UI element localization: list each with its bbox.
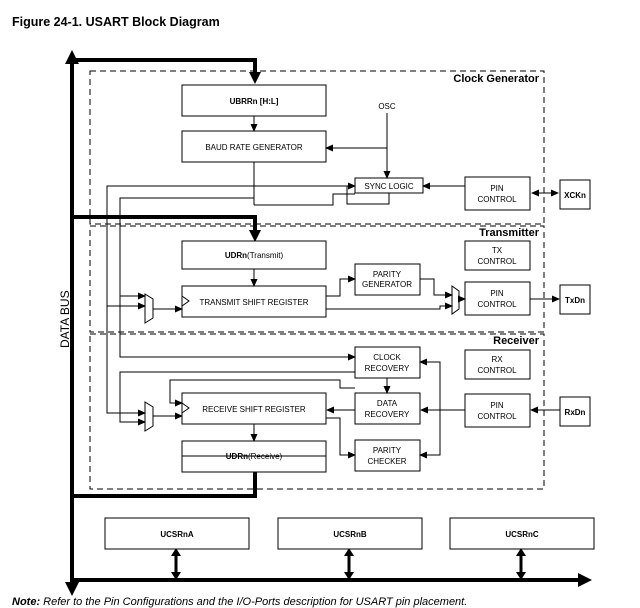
osc-label: OSC <box>378 102 396 111</box>
data-recovery-label-2: RECOVERY <box>365 410 410 419</box>
ubrr-label: UBRRn [H:L] <box>230 97 279 106</box>
pin-control-rx-block <box>464 393 531 428</box>
udr-receive-label-bold: UDRn <box>226 452 248 461</box>
pin-control-rx-label-2: CONTROL <box>477 412 517 421</box>
parity-checker-label-2: CHECKER <box>367 457 406 466</box>
clock-recovery-label-1: CLOCK <box>373 353 401 362</box>
udr-transmit-label: UDRn(Transmit) <box>225 251 284 260</box>
udr-receive-label-rest: (Receive) <box>248 452 283 461</box>
ucsra-block <box>104 517 250 550</box>
pin-control-rx-label-1: PIN <box>490 401 504 410</box>
rxd-block <box>559 396 591 427</box>
ucsra-label: UCSRnA <box>160 530 194 539</box>
pin-control-clock-label-2: CONTROL <box>477 195 517 204</box>
receive-shift-register-label: RECEIVE SHIFT REGISTER <box>202 405 306 414</box>
footnote-lead: Note: <box>12 596 41 608</box>
tx-shift-clock-input <box>181 295 190 307</box>
parity-checker-block <box>354 439 421 472</box>
data-bus <box>65 50 592 596</box>
xck-block <box>559 179 591 210</box>
parity-checker-label-1: PARITY <box>373 446 402 455</box>
data-bus-label: DATA BUS <box>58 290 72 348</box>
ucsrc-label: UCSRnC <box>505 530 539 539</box>
parity-generator-label-1: PARITY <box>373 270 402 279</box>
rx-control-label-1: RX <box>491 355 503 364</box>
parity-generator-label-2: GENERATOR <box>362 280 412 289</box>
baud-rate-generator-label: BAUD RATE GENERATOR <box>205 143 303 152</box>
receive-shift-register-block <box>181 392 327 425</box>
ucsrc-block <box>449 517 595 550</box>
rx-mux <box>144 401 154 432</box>
ucsrb-label: UCSRnB <box>333 530 367 539</box>
receiver-label: Receiver <box>493 335 540 347</box>
data-recovery-label-1: DATA <box>377 399 398 408</box>
clock-recovery-block <box>354 346 421 379</box>
blocks <box>104 84 595 550</box>
clock-recovery-label-2: RECOVERY <box>365 364 410 373</box>
txd-block <box>559 284 591 315</box>
udr-transmit-label-rest: (Transmit) <box>247 251 283 260</box>
pin-control-clock-label-1: PIN <box>490 184 504 193</box>
rx-shift-clock-input <box>181 402 190 414</box>
udr-transmit-label-bold: UDRn <box>225 251 247 260</box>
signal-wires <box>106 113 560 459</box>
footnote-text: Refer to the Pin Configurations and the … <box>43 596 468 608</box>
transmit-shift-register-block <box>181 285 327 318</box>
parity-generator-block <box>354 263 421 296</box>
tx-control-label-1: TX <box>492 246 503 255</box>
receiver-region <box>89 333 545 490</box>
pin-control-clock-block <box>464 176 531 211</box>
udr-receive-label: UDRn(Receive) <box>226 452 283 461</box>
ubrr-block <box>181 84 327 117</box>
rxd-label: RxDn <box>565 408 586 417</box>
pin-control-tx-label-1: PIN <box>490 289 504 298</box>
transmitter-label: Transmitter <box>479 227 540 239</box>
transmit-shift-register-label: TRANSMIT SHIFT REGISTER <box>199 298 308 307</box>
ucsrb-block <box>277 517 423 550</box>
out-mux <box>451 285 460 315</box>
footnote: Note: Refer to the Pin Configurations an… <box>12 596 467 608</box>
udr-transmit-block <box>181 240 327 270</box>
tx-control-block <box>464 240 531 271</box>
rx-control-block <box>464 349 531 380</box>
clock-generator-label: Clock Generator <box>453 73 539 85</box>
tx-control-label-2: CONTROL <box>477 257 517 266</box>
data-recovery-block <box>354 392 421 425</box>
pin-control-tx-block <box>464 281 531 316</box>
pin-control-tx-label-2: CONTROL <box>477 300 517 309</box>
txd-label: TxDn <box>565 296 585 305</box>
figure-title: Figure 24-1. USART Block Diagram <box>12 15 220 29</box>
xck-label: XCKn <box>564 191 586 200</box>
clock-generator-region <box>89 70 545 225</box>
rx-control-label-2: CONTROL <box>477 366 517 375</box>
region-boxes <box>89 70 545 490</box>
sync-logic-label: SYNC LOGIC <box>364 182 414 191</box>
tx-mux <box>144 293 154 324</box>
